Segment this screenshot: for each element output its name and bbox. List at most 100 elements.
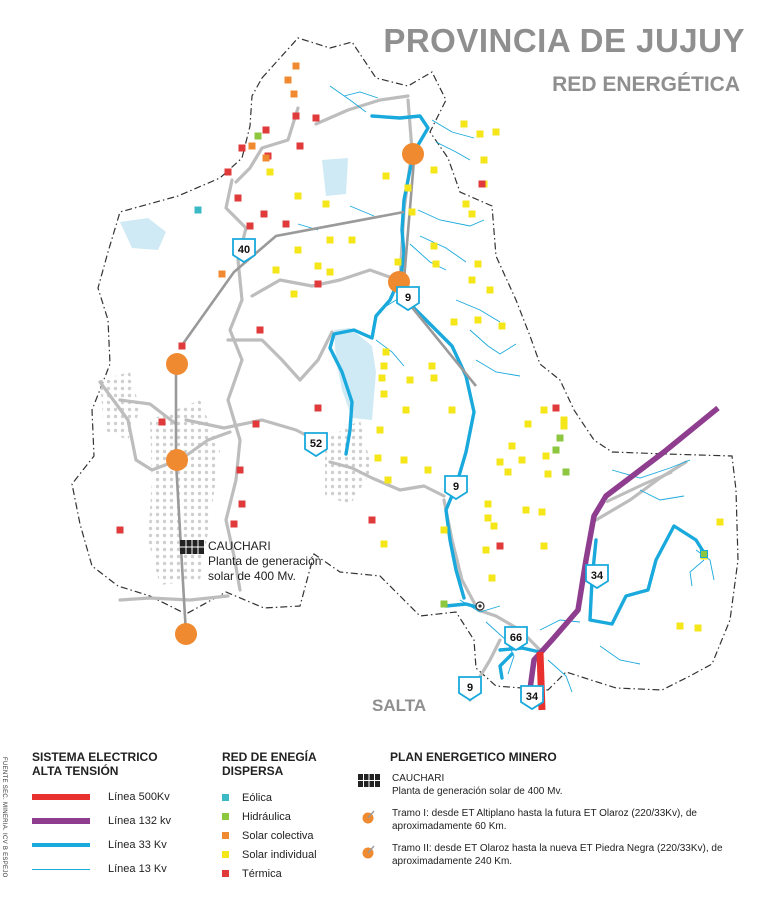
energy-point (380, 540, 388, 548)
energy-point (394, 258, 402, 266)
energy-point (256, 326, 264, 334)
route-shield: 52 (304, 432, 328, 458)
legend-label: Térmica (242, 867, 282, 880)
legend-label: Línea 33 Kv (108, 839, 167, 851)
energy-point (252, 420, 260, 428)
legend-item: Tramo II: desde ET Olaroz hasta la nueva… (354, 842, 774, 868)
salar-dotted-area (100, 372, 140, 440)
energy-point (234, 194, 242, 202)
line-132kv-secondary (605, 470, 673, 504)
laguna-pozuelos (334, 328, 376, 420)
legend-item: Línea 13 Kv (32, 860, 202, 878)
plan-item-desc: Planta de generación solar de 400 Mv. (392, 786, 563, 797)
salar-dotted-area (325, 420, 372, 505)
legend-dispersa-title: RED DE ENEGÍA DISPERSA (222, 750, 317, 778)
energy-point (282, 220, 290, 228)
node (166, 449, 188, 471)
energy-point (468, 276, 476, 284)
energy-point (474, 316, 482, 324)
energy-point (292, 62, 300, 70)
legend-label: Línea 132 kv (108, 815, 171, 827)
page-subtitle: RED ENERGÉTICA (552, 73, 740, 96)
energy-point (404, 184, 412, 192)
energy-point (314, 404, 322, 412)
energy-point (522, 506, 530, 514)
energy-point (518, 456, 526, 464)
energy-point (262, 126, 270, 134)
energy-point (676, 622, 684, 630)
energy-point (380, 390, 388, 398)
energy-point (378, 374, 386, 382)
energy-point (556, 434, 564, 442)
energy-point (700, 550, 708, 558)
energy-point (424, 466, 432, 474)
line-13kv-swatch (32, 868, 90, 870)
laguna (322, 158, 348, 196)
energy-point (230, 520, 238, 528)
legend-item: Línea 500Kv (32, 788, 202, 806)
energy-point (246, 222, 254, 230)
route-shield-label: 40 (238, 244, 250, 256)
energy-point (504, 468, 512, 476)
energy-point (552, 404, 560, 412)
energy-point (322, 200, 330, 208)
energy-point (236, 466, 244, 474)
legend-label: Solar individual (242, 848, 317, 861)
energy-point (326, 268, 334, 276)
plan-item-desc: aproximadamente 240 Km. (392, 856, 513, 867)
line-33kv-swatch (32, 843, 90, 847)
legend-item: Tramo I: desde ET Altiplano hasta la fut… (354, 807, 774, 833)
energy-point (290, 90, 298, 98)
legend-label: Eólica (242, 791, 272, 804)
hidraulica-swatch (222, 813, 229, 820)
energy-point (484, 514, 492, 522)
node-piedra-negra (175, 623, 197, 645)
energy-point (496, 542, 504, 550)
energy-point (382, 172, 390, 180)
energy-point (450, 318, 458, 326)
energy-point (432, 260, 440, 268)
legend-plan-minero: PLAN ENERGETICO MINERO CAUCHARI Planta d… (354, 750, 774, 877)
roads (98, 94, 688, 702)
energy-point (508, 442, 516, 450)
energy-point (312, 114, 320, 122)
legend-label: Solar colectiva (242, 829, 314, 842)
route-shield-label: 9 (453, 481, 459, 493)
energy-point (716, 518, 724, 526)
energy-point (552, 446, 560, 454)
energy-point (562, 468, 570, 476)
legend-label: Línea 13 Kv (108, 863, 167, 875)
legend-item: Eólica (222, 788, 372, 807)
legend-label: Hidráulica (242, 810, 291, 823)
eolica-swatch (222, 794, 229, 801)
legend-item: Térmica (222, 864, 372, 883)
legend-plan-title: PLAN ENERGETICO MINERO (390, 750, 557, 764)
route-shield-label: 9 (405, 292, 411, 304)
source-note: FUENTE SEC. MINERIA. ICV B ESPEJO (1, 757, 7, 878)
plan-item-desc: aproximadamente 60 Km. (392, 821, 507, 832)
energy-point (238, 500, 246, 508)
route-shield-label: 66 (510, 632, 522, 644)
route-shield-label: 34 (591, 570, 604, 582)
node (166, 353, 188, 375)
energy-point (238, 144, 246, 152)
energy-point (284, 76, 292, 84)
route-shield: 34 (585, 564, 609, 590)
energy-point (430, 374, 438, 382)
energy-point (382, 348, 390, 356)
energy-point (440, 600, 448, 608)
energy-point (294, 246, 302, 254)
energy-point (498, 322, 506, 330)
energy-point (560, 422, 568, 430)
energy-point (496, 458, 504, 466)
route-shield: 40 (232, 238, 256, 264)
energy-point (260, 210, 268, 218)
energy-point (406, 376, 414, 384)
energy-point (376, 426, 384, 434)
energy-point (400, 456, 408, 464)
plan-item-title: CAUCHARI (392, 773, 445, 784)
energy-point (462, 200, 470, 208)
energy-point (542, 452, 550, 460)
energy-point (348, 236, 356, 244)
